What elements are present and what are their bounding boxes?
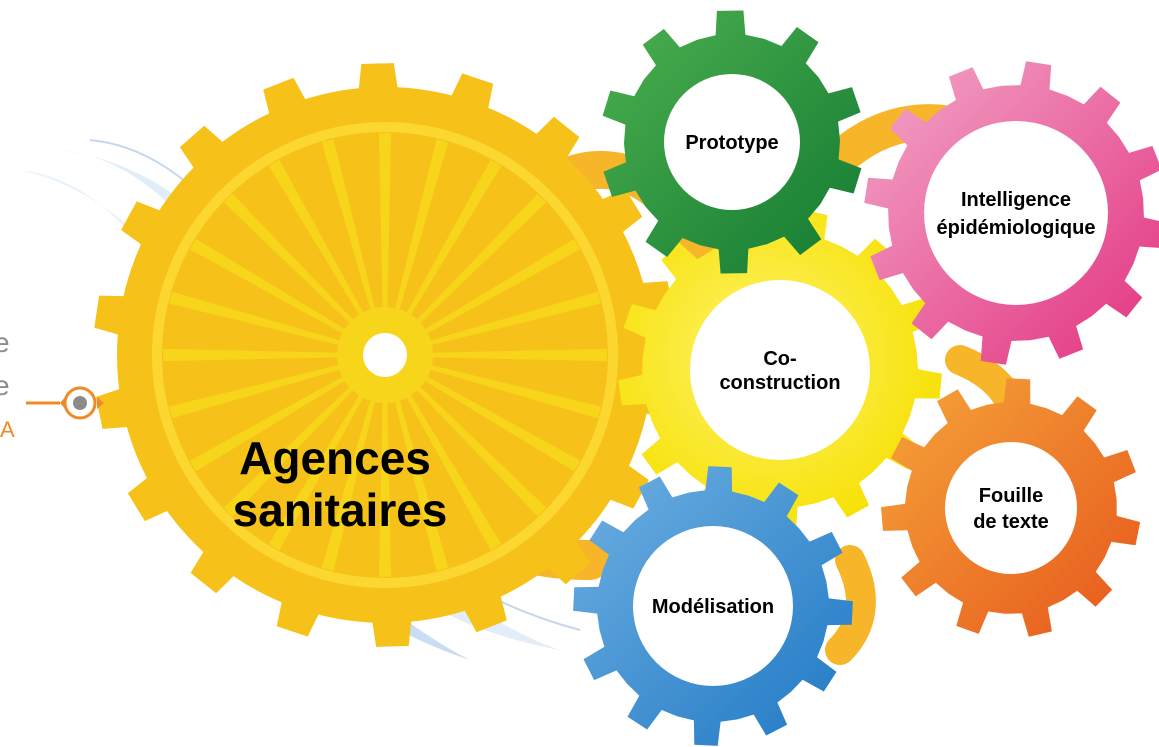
- wheel-spoke: [321, 400, 375, 571]
- title: Agences sanitaires: [233, 432, 448, 536]
- gear-fouille-label: Fouille: [979, 485, 1043, 507]
- gear-coconstruction-label: construction: [719, 372, 840, 394]
- gear-fouille-center: [945, 442, 1077, 574]
- wheel-spoke: [395, 139, 449, 310]
- gear-intelligence-label: épidémiologique: [937, 217, 1096, 239]
- gear-prototype-center: [664, 74, 800, 210]
- gear-fouille: Fouille de texte: [881, 378, 1141, 637]
- wheel-spoke: [169, 365, 340, 419]
- wheel-spoke: [430, 291, 601, 345]
- wheel-spoke: [425, 238, 581, 334]
- gear-intelligence-label: Intelligence: [961, 189, 1071, 211]
- wheel-spoke: [406, 395, 502, 551]
- wheel-spoke: [223, 193, 353, 323]
- wheel-spoke: [163, 348, 338, 362]
- gear-prototype: Prototype: [602, 10, 862, 274]
- gear-fouille-label: de texte: [973, 511, 1049, 533]
- gear-modelisation-label: Modélisation: [652, 596, 774, 618]
- wheel-spoke: [378, 402, 392, 577]
- yellow-wheel: [94, 63, 676, 647]
- wheel-spoke: [321, 139, 375, 310]
- wheel-spoke: [189, 376, 345, 472]
- gear-prototype-label: Prototype: [685, 132, 778, 154]
- gear-modelisation: Modélisation: [573, 466, 853, 746]
- wheel-spoke: [406, 159, 502, 315]
- eye-icon: [63, 386, 97, 420]
- wheel-spoke: [268, 395, 364, 551]
- gear-intelligence-center: [924, 121, 1108, 305]
- logo-line-3: A: [0, 417, 15, 442]
- wheel-spoke: [417, 387, 547, 517]
- wheel-spoke: [417, 193, 547, 323]
- wheel-spoke: [425, 376, 581, 472]
- gear-coconstruction-center: [690, 280, 870, 460]
- gear-intelligence: Intelligence épidémiologique: [864, 61, 1159, 365]
- logo: e e A: [0, 327, 104, 442]
- wheel-spoke: [189, 238, 345, 334]
- wheel-spoke: [169, 291, 340, 345]
- logo-line-1: e: [0, 327, 10, 358]
- logo-line-2: e: [0, 370, 10, 401]
- wheel-spoke: [378, 133, 392, 308]
- wheel-spoke: [268, 159, 364, 315]
- title-line-2: sanitaires: [233, 484, 448, 536]
- title-line-1: Agences: [239, 432, 431, 484]
- gear-coconstruction-label: Co-: [763, 348, 796, 370]
- gear-modelisation-center: [633, 526, 793, 686]
- wheel-spoke: [430, 365, 601, 419]
- wheel-spoke: [223, 387, 353, 517]
- gear-coconstruction: Co-construction: [618, 209, 942, 532]
- wheel-spoke: [432, 348, 607, 362]
- wheel-spoke: [395, 400, 449, 571]
